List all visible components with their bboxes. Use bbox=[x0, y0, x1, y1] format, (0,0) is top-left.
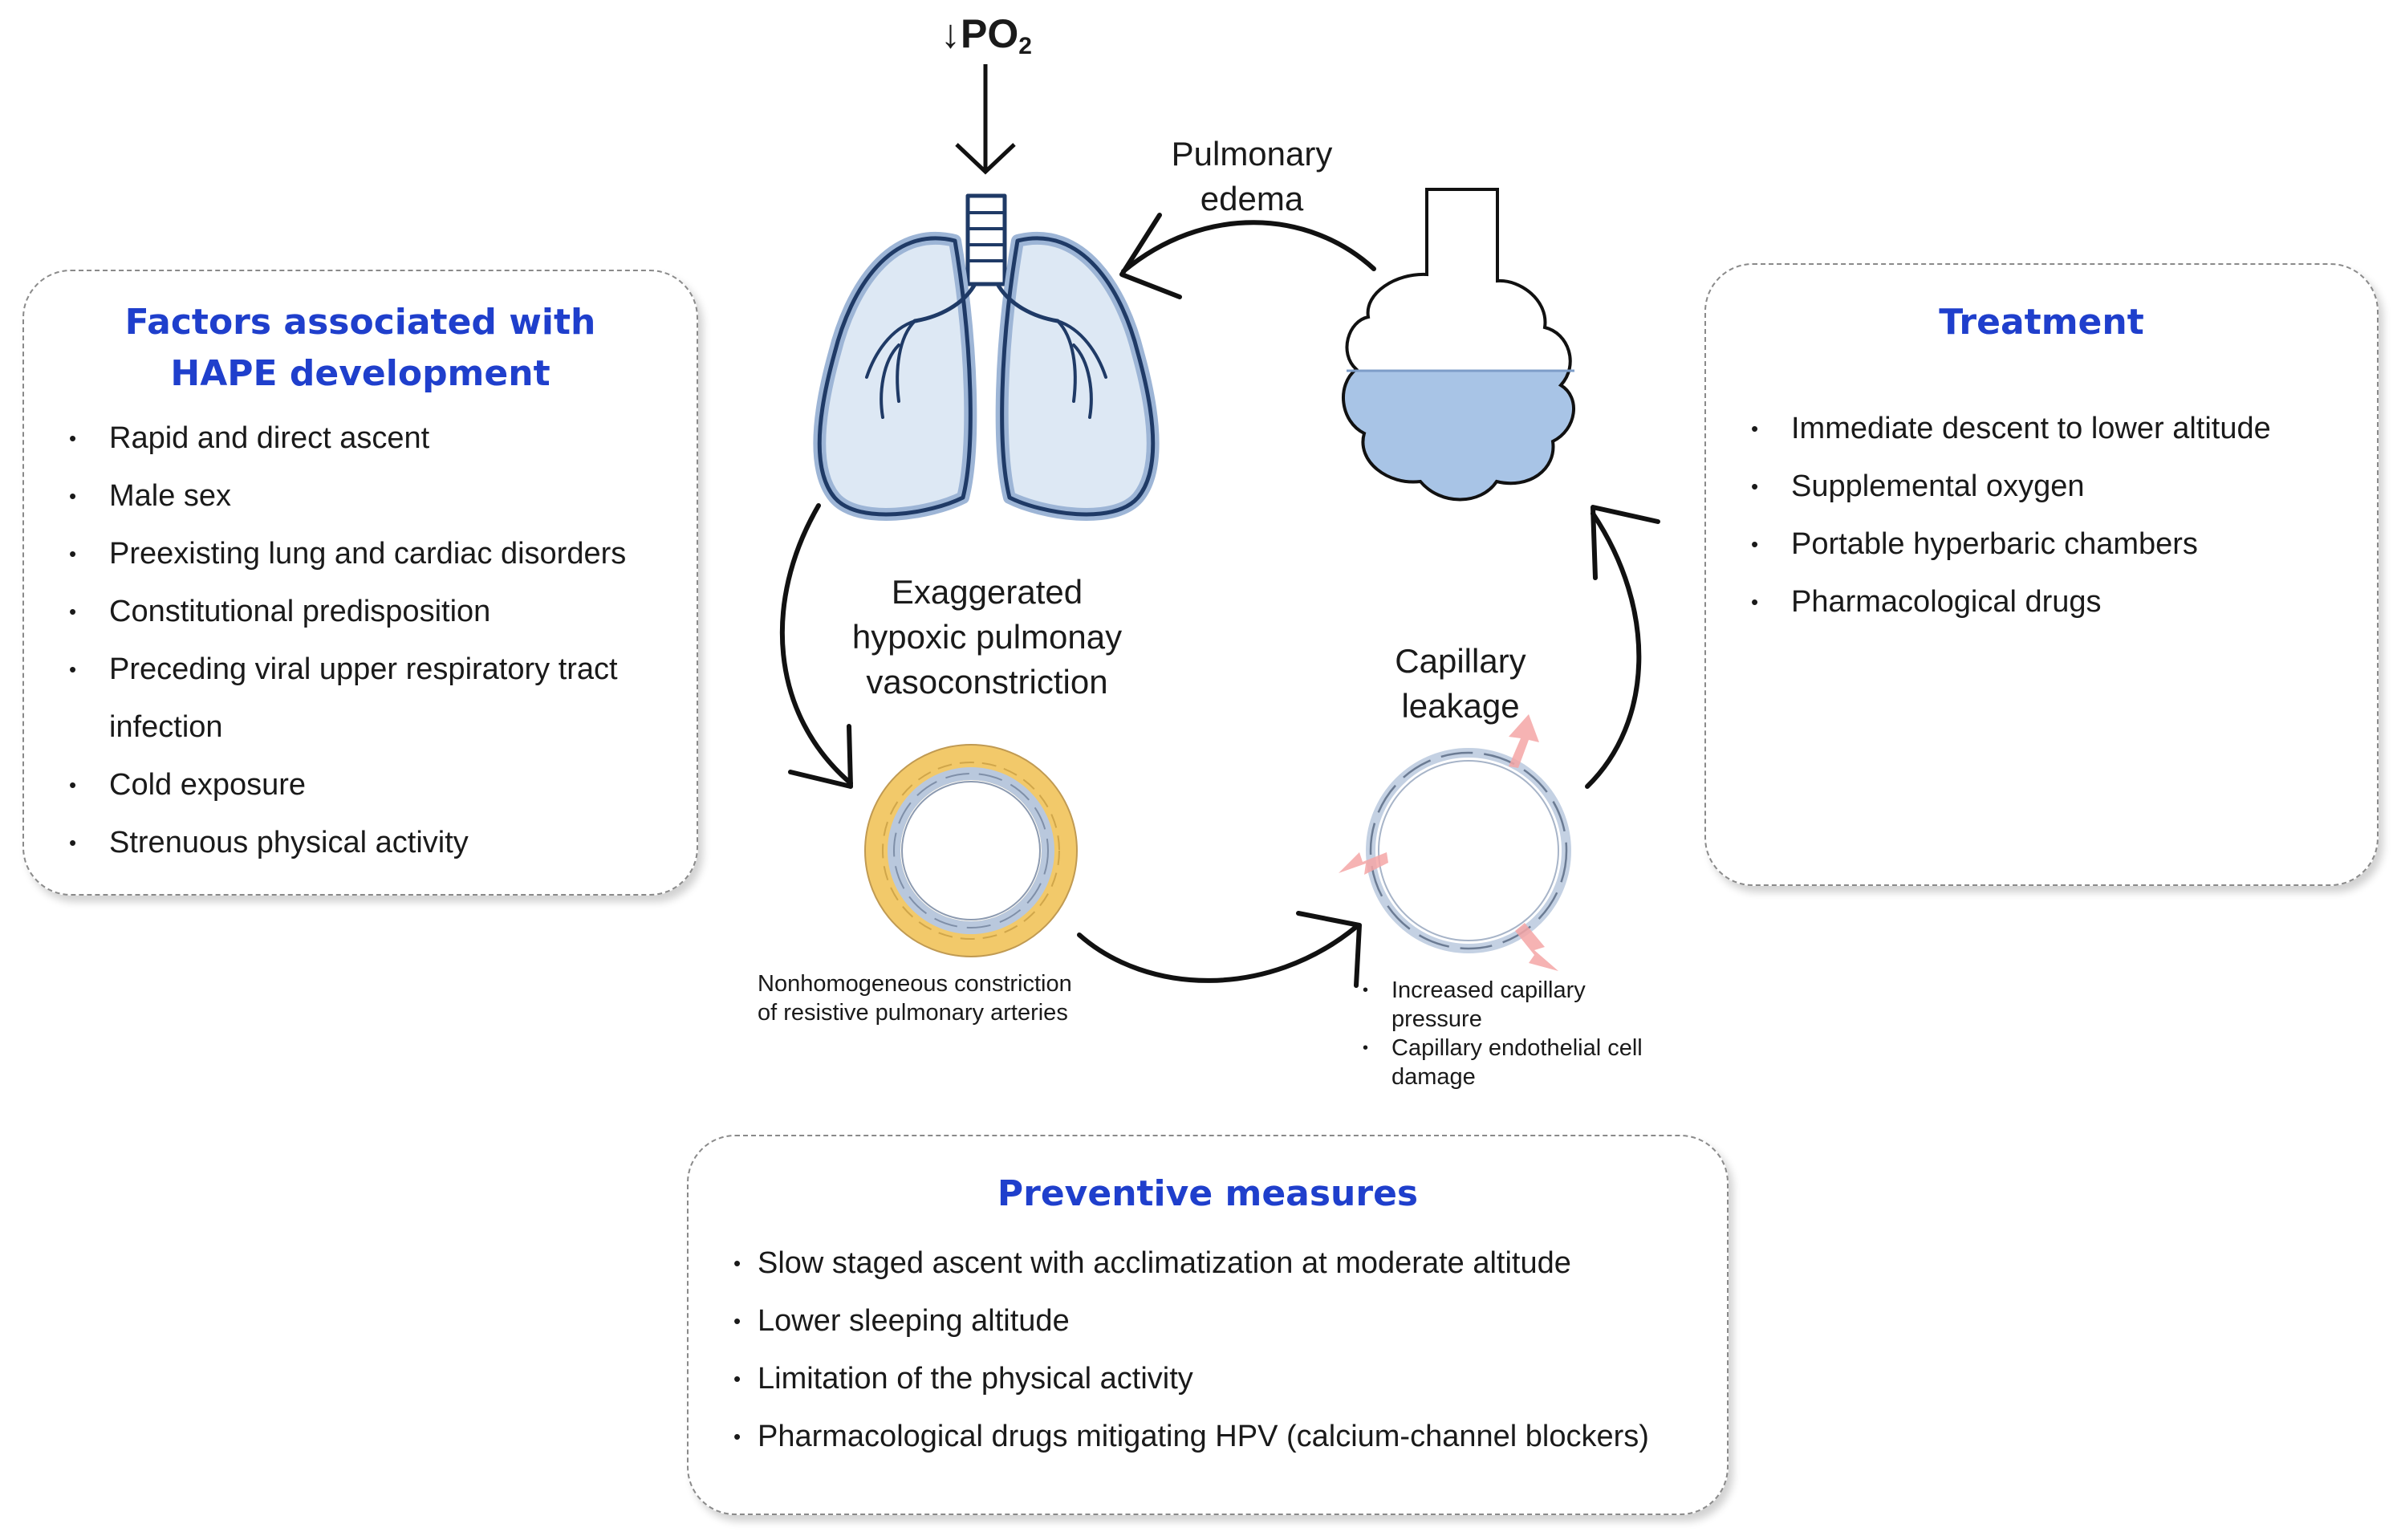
treatment-title: Treatment bbox=[1939, 302, 2144, 343]
arrow-lungs-to-artery bbox=[779, 503, 853, 786]
list-item: Immediate descent to lower altitude bbox=[1706, 400, 2377, 457]
hpv-label: Exaggerated hypoxic pulmonay vasoconstri… bbox=[851, 573, 1123, 701]
prevention-list: Slow staged ascent with acclimatization … bbox=[689, 1234, 1727, 1465]
capillary-bullet: Increased capillary pressure bbox=[1356, 976, 1693, 1034]
list-item: Cold exposure bbox=[24, 756, 697, 814]
list-item: Constitutional predisposition bbox=[24, 583, 697, 640]
arrow-edema-to-lungs bbox=[1121, 220, 1376, 274]
lungs-icon bbox=[813, 193, 1160, 521]
leaky-capillary-icon bbox=[1339, 714, 1571, 971]
cycle-arrows bbox=[779, 213, 1660, 988]
list-item: Supplemental oxygen bbox=[1706, 457, 2377, 515]
capillary-bullets: Increased capillary pressure Capillary e… bbox=[1356, 976, 1693, 1091]
po-text: PO bbox=[961, 11, 1019, 56]
factors-list: Rapid and direct ascent Male sex Preexis… bbox=[24, 409, 697, 872]
list-item: Strenuous physical activity bbox=[24, 814, 697, 872]
prevention-title: Preventive measures bbox=[997, 1173, 1419, 1214]
input-arrow bbox=[955, 64, 1016, 175]
list-item: Limitation of the physical activity bbox=[689, 1350, 1727, 1408]
constricted-artery-icon bbox=[864, 744, 1078, 957]
list-item: Portable hyperbaric chambers bbox=[1706, 515, 2377, 573]
list-item: Slow staged ascent with acclimatization … bbox=[689, 1234, 1727, 1292]
list-item: Pharmacological drugs mitigating HPV (ca… bbox=[689, 1408, 1727, 1465]
list-item: Rapid and direct ascent bbox=[24, 409, 697, 467]
capillary-leakage-label: Capillary leakage bbox=[1395, 642, 1526, 725]
po2-label: ↓PO2 bbox=[940, 10, 1032, 71]
down-arrow-glyph: ↓ bbox=[940, 11, 961, 56]
artery-caption: Nonhomogeneous constriction of resistive… bbox=[758, 971, 1072, 1026]
arrow-capillary-to-flask bbox=[1585, 511, 1642, 789]
prevention-panel: Preventive measures Slow staged ascent w… bbox=[687, 1135, 1729, 1515]
po-subscript: 2 bbox=[1018, 33, 1032, 59]
list-item: Lower sleeping altitude bbox=[689, 1292, 1727, 1350]
capillary-bullet: Capillary endothelial cell damage bbox=[1356, 1034, 1693, 1091]
list-item: Preexisting lung and cardiac disorders bbox=[24, 525, 697, 583]
arrow-artery-to-capillary bbox=[1077, 924, 1359, 983]
alveolus-edema-icon bbox=[1342, 188, 1575, 502]
treatment-panel: Treatment Immediate descent to lower alt… bbox=[1704, 263, 2379, 886]
list-item: Pharmacological drugs bbox=[1706, 573, 2377, 631]
treatment-list: Immediate descent to lower altitude Supp… bbox=[1706, 400, 2377, 631]
list-item: Male sex bbox=[24, 467, 697, 525]
list-item: Preceding viral upper respiratory tract … bbox=[24, 640, 697, 756]
factors-panel: Factors associated with HAPE development… bbox=[22, 270, 698, 896]
pulmonary-edema-label: Pulmonary edema bbox=[1171, 135, 1333, 217]
factors-title: Factors associated with HAPE development bbox=[124, 302, 596, 394]
